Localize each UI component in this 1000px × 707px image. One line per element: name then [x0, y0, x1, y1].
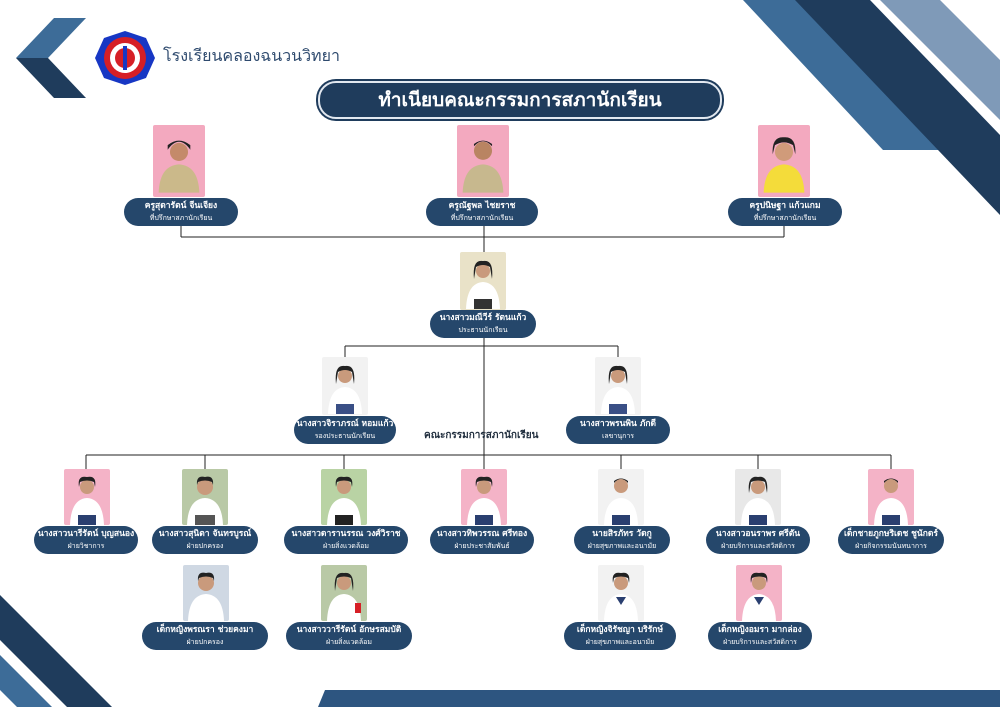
- committee-photo: [182, 469, 228, 525]
- sub-member-card: เด็กหญิงอมรา มากล่อง ฝ่ายบริการและสวัสดิ…: [708, 622, 812, 650]
- sub-member-photo: [598, 565, 644, 621]
- sub-member-name: เด็กหญิงจิรัชญา บริรักษ์: [576, 625, 664, 635]
- advisor-name: ครูณัฐพล ไชยราช: [448, 201, 516, 211]
- sub-member-name: นางสาววารีรัตน์ อักษรสมบัติ: [296, 625, 402, 635]
- committee-card: เด็กชายภูกษริเดช ชูนักดร์ ฝ่ายกิจกรรมนัน…: [838, 526, 944, 554]
- officer-photo: [322, 357, 368, 415]
- committee-name: เด็กชายภูกษริเดช ชูนักดร์: [844, 529, 938, 539]
- officer-role: รองประธานนักเรียน: [314, 432, 376, 440]
- committee-card: นางสาวสุนิตา จันทรบูรณ์ ฝ่ายปกครอง: [152, 526, 258, 554]
- sub-member-photo: [321, 565, 367, 621]
- committee-name: นางสาวอนราพร ศรีตัน: [715, 529, 801, 539]
- committee-card: นางสาวนารีรัตน์ บุญสนอง ฝ่ายวิชาการ: [34, 526, 138, 554]
- committee-card: นางสาวอนราพร ศรีตัน ฝ่ายบริการและสวัสดิก…: [706, 526, 810, 554]
- sub-member-role: ฝ่ายบริการและสวัสดิการ: [723, 638, 797, 646]
- officer-role: เลขานุการ: [601, 432, 635, 440]
- sub-member-card: เด็กหญิงจิรัชญา บริรักษ์ ฝ่ายสุขภาพและอน…: [564, 622, 676, 650]
- committee-photo: [598, 469, 644, 525]
- sub-member-name: เด็กหญิงพรณรา ช่วยคงมา: [156, 625, 254, 635]
- advisor-card: ครูปนิษฐา แก้วแกม ที่ปรึกษาสภานักเรียน: [728, 198, 842, 226]
- sub-member-photo: [736, 565, 782, 621]
- sub-member-name: เด็กหญิงอมรา มากล่อง: [718, 625, 802, 635]
- committee-role: ฝ่ายวิชาการ: [67, 542, 105, 550]
- committee-role: ฝ่ายกิจกรรมนันทนาการ: [855, 542, 927, 550]
- officer-card: นางสาวจิราภรณ์ หอมแก้ว รองประธานนักเรียน: [294, 416, 396, 444]
- committee-photo: [735, 469, 781, 525]
- committee-section-label: คณะกรรมการสภานักเรียน: [424, 430, 539, 441]
- advisor-role: ที่ปรึกษาสภานักเรียน: [450, 214, 514, 222]
- committee-role: ฝ่ายบริการและสวัสดิการ: [721, 542, 795, 550]
- advisor-role: ที่ปรึกษาสภานักเรียน: [753, 214, 817, 222]
- officer-name: นางสาวจิราภรณ์ หอมแก้ว: [296, 419, 394, 429]
- advisor-photo: [758, 125, 810, 197]
- committee-name: นางสาวดารานรรณ วงศ์วิราช: [291, 529, 401, 539]
- committee-photo: [64, 469, 110, 525]
- school-logo: [95, 31, 155, 85]
- committee-card: นางสาวดารานรรณ วงศ์วิราช ฝ่ายสิ่งแวดล้อม: [284, 526, 408, 554]
- committee-name: นายสิรภัทร วัดกู: [592, 529, 652, 539]
- sub-member-role: ฝ่ายสุขภาพและอนามัย: [585, 638, 655, 646]
- school-name: โรงเรียนคลองฉนวนวิทยา: [163, 46, 340, 65]
- president-name: นางสาวมณีวีร์ รัตนแก้ว: [439, 313, 527, 323]
- advisor-name: ครูสุดารัตน์ จีนเจียง: [144, 201, 218, 211]
- committee-photo: [868, 469, 914, 525]
- committee-photo: [461, 469, 507, 525]
- president-role: ประธานนักเรียน: [458, 326, 508, 334]
- committee-role: ฝ่ายสุขภาพและอนามัย: [587, 542, 657, 550]
- sub-member-role: ฝ่ายปกครอง: [186, 638, 224, 646]
- committee-name: นางสาวทิพวรรณ ศรีทอง: [436, 529, 528, 539]
- advisor-card: ครูณัฐพล ไชยราช ที่ปรึกษาสภานักเรียน: [426, 198, 538, 226]
- committee-photo: [321, 469, 367, 525]
- committee-name: นางสาวนารีรัตน์ บุญสนอง: [37, 529, 135, 539]
- committee-card: นายสิรภัทร วัดกู ฝ่ายสุขภาพและอนามัย: [574, 526, 670, 554]
- committee-role: ฝ่ายประชาสัมพันธ์: [454, 542, 510, 550]
- president-card: นางสาวมณีวีร์ รัตนแก้ว ประธานนักเรียน: [430, 310, 536, 338]
- committee-card: นางสาวทิพวรรณ ศรีทอง ฝ่ายประชาสัมพันธ์: [430, 526, 534, 554]
- advisor-photo: [153, 125, 205, 197]
- officer-card: นางสาวพรนพิน ภักดี เลขานุการ: [566, 416, 670, 444]
- president-photo: [460, 252, 506, 310]
- sub-member-card: นางสาววารีรัตน์ อักษรสมบัติ ฝ่ายสิ่งแวดล…: [286, 622, 412, 650]
- committee-name: นางสาวสุนิตา จันทรบูรณ์: [158, 529, 252, 539]
- advisor-photo: [457, 125, 509, 197]
- advisor-card: ครูสุดารัตน์ จีนเจียง ที่ปรึกษาสภานักเรี…: [124, 198, 238, 226]
- committee-role: ฝ่ายปกครอง: [186, 542, 224, 550]
- page-title: ทำเนียบคณะกรรมการสภานักเรียน: [318, 81, 722, 119]
- sub-member-card: เด็กหญิงพรณรา ช่วยคงมา ฝ่ายปกครอง: [142, 622, 268, 650]
- committee-role: ฝ่ายสิ่งแวดล้อม: [323, 542, 369, 550]
- sub-member-photo: [183, 565, 229, 621]
- officer-photo: [595, 357, 641, 415]
- sub-member-role: ฝ่ายสิ่งแวดล้อม: [326, 638, 372, 646]
- advisor-name: ครูปนิษฐา แก้วแกม: [749, 201, 821, 211]
- advisor-role: ที่ปรึกษาสภานักเรียน: [149, 214, 213, 222]
- officer-name: นางสาวพรนพิน ภักดี: [579, 419, 657, 429]
